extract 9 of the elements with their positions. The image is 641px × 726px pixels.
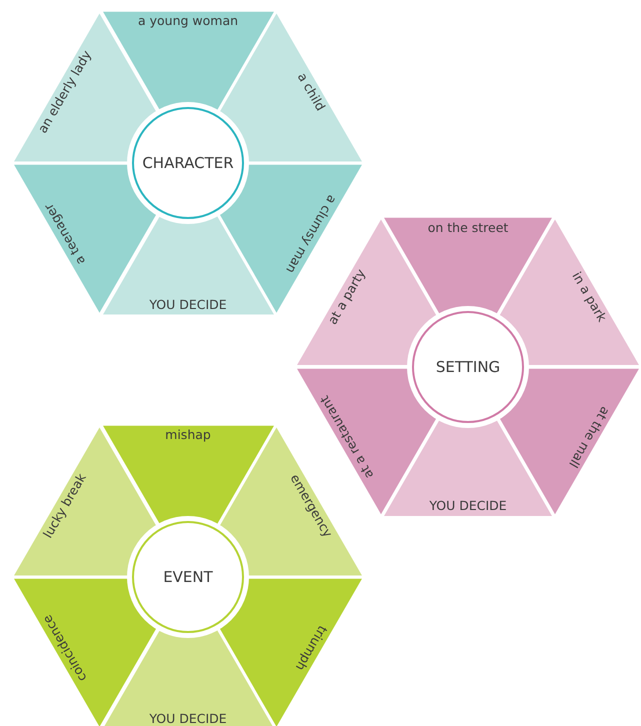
segment-label: YOU DECIDE <box>149 712 227 725</box>
category-label: CHARACTER <box>142 154 234 172</box>
segment-label: a young woman <box>138 15 238 28</box>
segment-label: mishap <box>165 429 211 442</box>
segment-label: on the street <box>428 222 508 234</box>
category-label: EVENT <box>163 568 213 586</box>
segment-label: YOU DECIDE <box>149 298 227 311</box>
segment-label: YOU DECIDE <box>429 500 507 512</box>
category-label: SETTING <box>436 358 500 376</box>
